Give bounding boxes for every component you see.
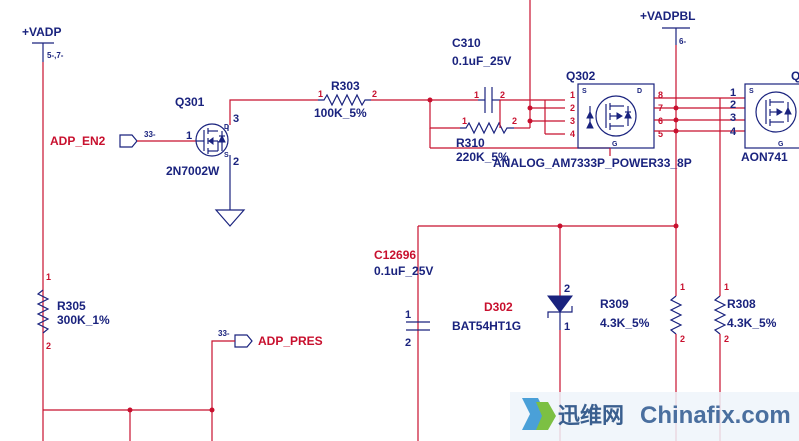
svg-text:6: 6: [658, 116, 663, 126]
q302-mosfet: Q302 1 2 3 4 8 7 6 5 S D G ANALOG_AM7333…: [493, 69, 692, 170]
r305-value: 300K_1%: [57, 313, 110, 327]
svg-text:G: G: [612, 141, 618, 148]
svg-text:S: S: [224, 152, 229, 159]
svg-text:5: 5: [658, 129, 663, 139]
adp-pres-ref: 33-: [218, 329, 230, 338]
svg-text:2: 2: [724, 334, 729, 344]
vadpbl-ref: 6-: [679, 37, 686, 46]
svg-text:2: 2: [500, 90, 505, 100]
svg-text:1: 1: [570, 90, 575, 100]
r309-value: 4.3K_5%: [600, 316, 650, 330]
svg-text:2: 2: [570, 103, 575, 113]
r309-ref: R309: [600, 297, 629, 311]
svg-text:3: 3: [233, 113, 239, 125]
svg-text:1: 1: [405, 309, 411, 321]
adp-pres-connector: 33- ADP_PRES: [218, 329, 323, 348]
svg-text:4: 4: [570, 129, 575, 139]
svg-text:2: 2: [372, 89, 377, 99]
svg-text:S: S: [582, 88, 587, 95]
r305-ref: R305: [57, 299, 86, 313]
q302-part: ANALOG_AM7333P_POWER33_8P: [493, 156, 692, 170]
d302-diode: 2 1 D302 BAT54HT1G: [452, 226, 573, 441]
c310-value: 0.1uF_25V: [452, 54, 511, 68]
c12696-capacitor: C12696 0.1uF_25V 1 2: [374, 248, 433, 349]
svg-text:D: D: [637, 88, 642, 95]
q303-ref: Q: [791, 69, 799, 83]
chinafix-logo-icon: [522, 398, 556, 430]
svg-text:2: 2: [233, 156, 239, 168]
svg-text:D: D: [224, 124, 229, 131]
svg-text:1: 1: [462, 116, 467, 126]
svg-text:1: 1: [730, 87, 736, 99]
svg-text:1: 1: [318, 89, 323, 99]
svg-text:2: 2: [512, 116, 517, 126]
r310-resistor: 1 2 R310 220K_5%: [456, 116, 517, 164]
svg-text:1: 1: [186, 130, 192, 142]
svg-text:2: 2: [730, 99, 736, 111]
svg-text:G: G: [778, 141, 784, 148]
svg-text:Chinafix.com: Chinafix.com: [640, 402, 791, 429]
ground-icon: [214, 155, 246, 227]
vadp-power-symbol: +VADP 5-,7-: [22, 25, 64, 62]
adp-en2-label: ADP_EN2: [50, 134, 106, 148]
q303-mosfet: Q 1 2 3 4 S G AON741: [730, 69, 799, 164]
vadpbl-label: +VADPBL: [640, 9, 695, 23]
vadp-label: +VADP: [22, 25, 61, 39]
r303-value: 100K_5%: [314, 106, 367, 120]
r308-value: 4.3K_5%: [727, 316, 777, 330]
svg-text:8: 8: [658, 90, 663, 100]
svg-text:1: 1: [724, 282, 729, 292]
svg-text:1: 1: [474, 90, 479, 100]
q301-ref: Q301: [175, 95, 205, 109]
svg-text:迅维网: 迅维网: [558, 403, 624, 428]
svg-text:3: 3: [570, 116, 575, 126]
adp-pres-wire: [211, 340, 235, 441]
svg-text:2: 2: [46, 341, 51, 351]
svg-text:4: 4: [730, 126, 737, 138]
chinafix-watermark: 迅维网 Chinafix.com: [510, 392, 799, 441]
svg-text:2: 2: [564, 283, 570, 295]
d302-ref: D302: [484, 300, 513, 314]
svg-text:S: S: [749, 88, 754, 95]
svg-text:2: 2: [680, 334, 685, 344]
vadpbl-power-symbol: +VADPBL 6-: [640, 9, 695, 46]
adp-pres-label: ADP_PRES: [258, 334, 323, 348]
c310-capacitor: C310 0.1uF_25V 1 2: [452, 36, 511, 113]
svg-text:2: 2: [405, 337, 411, 349]
r310-value: 220K_5%: [456, 150, 509, 164]
r303-resistor: R303 1 2 100K_5%: [314, 79, 377, 120]
d302-part: BAT54HT1G: [452, 319, 521, 333]
q301-mosfet: Q301 D S 1 3 2 2N7002W: [166, 95, 239, 178]
q302-ref: Q302: [566, 69, 596, 83]
svg-text:3: 3: [730, 112, 736, 124]
vadp-ref: 5-,7-: [47, 51, 64, 60]
r303-ref: R303: [331, 79, 360, 93]
q301-drain-wire: [229, 99, 318, 125]
svg-text:1: 1: [46, 272, 51, 282]
c12696-value: 0.1uF_25V: [374, 264, 433, 278]
svg-text:1: 1: [680, 282, 685, 292]
q303-part: AON741: [741, 150, 788, 164]
adp-en2-ref: 33-: [144, 130, 156, 139]
q301-part: 2N7002W: [166, 164, 220, 178]
r305-resistor: 1 2 R305 300K_1%: [36, 272, 110, 351]
r308-ref: R308: [727, 297, 756, 311]
adp-en2-connector: ADP_EN2 33-: [50, 130, 196, 148]
svg-text:1: 1: [564, 321, 570, 333]
r310-ref: R310: [456, 136, 485, 150]
r310-left-wire: [429, 100, 460, 129]
c12696-ref: C12696: [374, 248, 416, 262]
c310-ref: C310: [452, 36, 481, 50]
